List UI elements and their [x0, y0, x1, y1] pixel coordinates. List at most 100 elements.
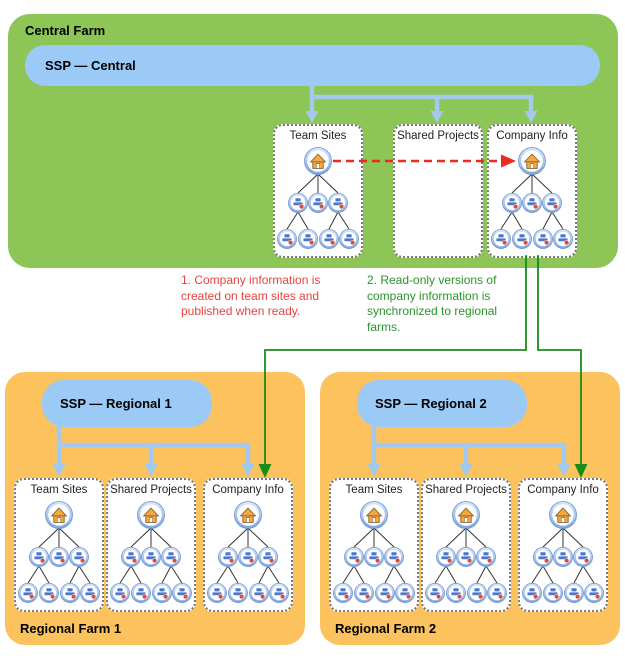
home-site-icon	[360, 501, 388, 529]
site-tree-graphic	[521, 501, 605, 604]
site-box-label: Team Sites	[30, 484, 88, 496]
subsite-icon	[532, 228, 554, 250]
subsite-icon	[501, 192, 523, 214]
subsite-icon	[475, 546, 497, 568]
home-site-icon	[234, 501, 262, 529]
subsite-icon	[109, 582, 131, 604]
subsite-icon	[206, 582, 228, 604]
site-tree	[205, 500, 291, 604]
annotation-sync: 2. Read-only versions of company informa…	[367, 273, 537, 335]
home-site-icon	[518, 147, 546, 175]
site-box-label: Team Sites	[345, 484, 403, 496]
subsite-icon	[327, 192, 349, 214]
home-site-icon	[45, 501, 73, 529]
ssp-central: SSP — Central	[25, 45, 600, 86]
annotation-line: synchronized to regional	[367, 304, 498, 318]
subsite-icon	[338, 228, 360, 250]
site-box-label: Company Info	[527, 484, 599, 496]
annotation-line: 1. Company information is	[181, 273, 321, 287]
site-tree	[331, 500, 417, 604]
regional1-company-info-box: Company Info	[203, 478, 293, 612]
subsite-icon	[552, 228, 574, 250]
subsite-icon	[227, 582, 249, 604]
subsite-icon	[17, 582, 39, 604]
subsite-icon	[38, 582, 60, 604]
subsite-icon	[445, 582, 467, 604]
annotation-line: farms.	[367, 319, 401, 334]
annotation-publish: 1. Company information is created on tea…	[181, 273, 361, 320]
site-box-label: Company Info	[496, 130, 568, 142]
subsite-icon	[307, 192, 329, 214]
regional2-shared-projects-box: Shared Projects	[421, 478, 511, 612]
site-tree	[108, 500, 194, 604]
subsite-icon	[160, 546, 182, 568]
central-farm-label: Central Farm	[25, 23, 106, 38]
home-site-icon	[137, 501, 165, 529]
site-tree	[275, 146, 361, 250]
site-tree	[489, 146, 575, 250]
subsite-icon	[257, 546, 279, 568]
subsite-icon	[353, 582, 375, 604]
regional2-company-info-box: Company Info	[518, 478, 608, 612]
site-tree-graphic	[109, 501, 193, 604]
subsite-icon	[374, 582, 396, 604]
subsite-icon	[490, 228, 512, 250]
subsite-icon	[552, 546, 574, 568]
site-box-label: Shared Projects	[425, 484, 507, 496]
subsite-icon	[28, 546, 50, 568]
site-tree-graphic	[276, 147, 360, 250]
subsite-icon	[140, 546, 162, 568]
annotation-line: company information is	[367, 288, 491, 303]
regional1-team-sites-box: Team Sites	[14, 478, 104, 612]
subsite-icon	[511, 228, 533, 250]
subsite-icon	[237, 546, 259, 568]
home-site-icon	[304, 147, 332, 175]
site-box-label: Company Info	[212, 484, 284, 496]
subsite-icon	[542, 582, 564, 604]
subsite-icon	[297, 228, 319, 250]
subsite-icon	[394, 582, 416, 604]
subsite-icon	[486, 582, 508, 604]
subsite-icon	[248, 582, 270, 604]
subsite-icon	[68, 546, 90, 568]
regional2-team-sites-box: Team Sites	[329, 478, 419, 612]
subsite-icon	[287, 192, 309, 214]
subsite-icon	[521, 192, 543, 214]
subsite-icon	[79, 582, 101, 604]
site-tree	[423, 500, 509, 604]
annotation-line: 2. Read-only versions of	[367, 273, 497, 287]
subsite-icon	[130, 582, 152, 604]
subsite-icon	[521, 582, 543, 604]
site-box-label: Team Sites	[289, 130, 347, 142]
ssp-regional-1: SSP — Regional 1	[42, 380, 212, 427]
site-tree-graphic	[332, 501, 416, 604]
annotation-line: created on team sites and	[181, 288, 320, 303]
subsite-icon	[318, 228, 340, 250]
subsite-icon	[435, 546, 457, 568]
subsite-icon	[541, 192, 563, 214]
subsite-icon	[343, 546, 365, 568]
site-tree-graphic	[424, 501, 508, 604]
site-box-label: Shared Projects	[397, 130, 479, 142]
site-tree-graphic	[490, 147, 574, 250]
subsite-icon	[151, 582, 173, 604]
subsite-icon	[171, 582, 193, 604]
subsite-icon	[48, 546, 70, 568]
home-site-icon	[549, 501, 577, 529]
subsite-icon	[572, 546, 594, 568]
site-tree-graphic	[206, 501, 290, 604]
subsite-icon	[332, 582, 354, 604]
regional-farm-2-label: Regional Farm 2	[335, 621, 437, 636]
subsite-icon	[466, 582, 488, 604]
subsite-icon	[268, 582, 290, 604]
site-tree	[16, 500, 102, 604]
subsite-icon	[59, 582, 81, 604]
ssp-regional-1-label: SSP — Regional 1	[60, 396, 172, 411]
ssp-regional-2-label: SSP — Regional 2	[375, 396, 487, 411]
site-box-label: Shared Projects	[110, 484, 192, 496]
central-shared-projects-box: Shared Projects	[393, 124, 483, 258]
site-tree-graphic	[17, 501, 101, 604]
ssp-regional-2: SSP — Regional 2	[357, 380, 527, 427]
central-team-sites-box: Team Sites	[273, 124, 363, 258]
